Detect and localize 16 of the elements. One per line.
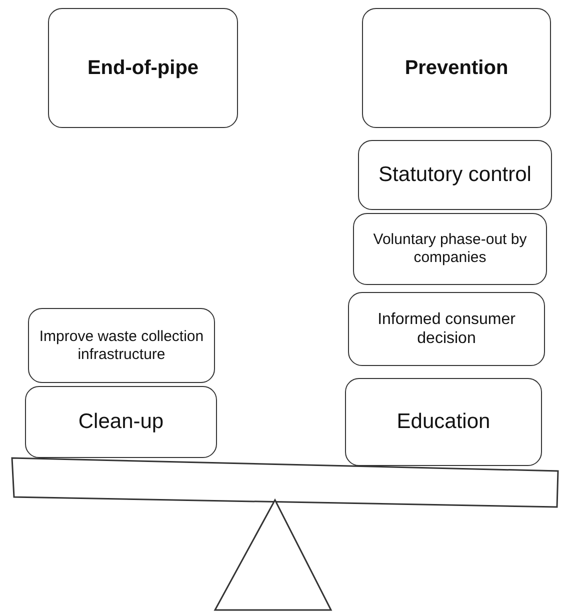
measure-box [348,292,545,366]
measure-label: Statutory control [378,162,532,188]
category-title: End-of-pipe [87,56,199,80]
measure-box [345,378,542,466]
measure-label: Voluntary phase-out by companies [372,231,528,267]
measure-box [353,213,547,285]
measure-label: Informed consumer decision [376,310,516,348]
category-box [48,8,238,128]
category-title: Prevention [404,56,508,80]
measure-box [358,140,552,210]
measure-label: Improve waste collection infrastructure [38,328,205,364]
measure-box [28,308,215,383]
measure-box [25,386,217,458]
category-box [362,8,551,128]
measure-label: Clean-up [78,409,164,435]
measure-label: Education [396,409,490,435]
